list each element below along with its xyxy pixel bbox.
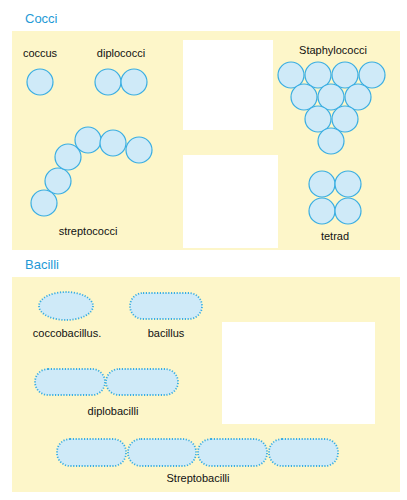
shape-label: diplococci	[97, 47, 145, 59]
cocci-shapes	[27, 62, 385, 224]
section-heading: Cocci	[25, 11, 58, 26]
shape-label: streptococci	[59, 225, 118, 237]
shape-label: Staphylococci	[299, 44, 367, 56]
section-heading: Bacilli	[25, 257, 59, 272]
cocci-panel-ground	[12, 31, 400, 250]
bacilli-shapes	[35, 292, 338, 466]
tetrad-cell	[335, 171, 361, 197]
shape-label: tetrad	[321, 230, 349, 242]
group-panel: Cocci	[12, 31, 400, 250]
streptococci-cell	[100, 130, 126, 156]
streptococci-cell	[31, 190, 57, 216]
shape-label: diplobacilli	[88, 405, 139, 417]
blank-square	[183, 155, 278, 248]
streptococci-cell	[45, 168, 71, 194]
group-panel: Bacilli	[12, 277, 400, 492]
staphylococci-cell	[359, 62, 385, 88]
panel-backgrounds	[12, 31, 400, 492]
shape-label: bacillus	[148, 327, 185, 339]
shape-label: coccus	[23, 47, 57, 59]
staphylococci-cell	[318, 128, 344, 154]
blank-square	[222, 322, 375, 424]
shape-label: coccobacillus.	[33, 327, 101, 339]
streptobacilli-cell	[128, 439, 196, 466]
streptobacilli-cell	[198, 439, 267, 466]
tetrad-cell	[309, 171, 335, 197]
streptobacilli-cell	[269, 439, 338, 466]
streptobacilli-cell	[57, 439, 126, 466]
staphylococci-cell	[332, 106, 358, 132]
bacilli-panel-ground	[12, 277, 400, 492]
coccobacillus-cell	[39, 292, 93, 320]
diplococci-cell	[95, 69, 121, 95]
streptococci-cell	[126, 137, 152, 163]
blank-square	[183, 40, 273, 130]
streptococci-cell	[75, 127, 101, 153]
bacillus-cell	[130, 293, 202, 319]
diplococci-cell	[121, 69, 147, 95]
staphylococci-cell	[291, 84, 317, 110]
tetrad-cell	[309, 198, 335, 224]
diplobacilli-cell	[35, 369, 105, 395]
diplobacilli-cell	[106, 369, 178, 395]
coccus-cell	[27, 69, 53, 95]
tetrad-cell	[335, 198, 361, 224]
shape-label: Streptobacilli	[167, 472, 230, 484]
